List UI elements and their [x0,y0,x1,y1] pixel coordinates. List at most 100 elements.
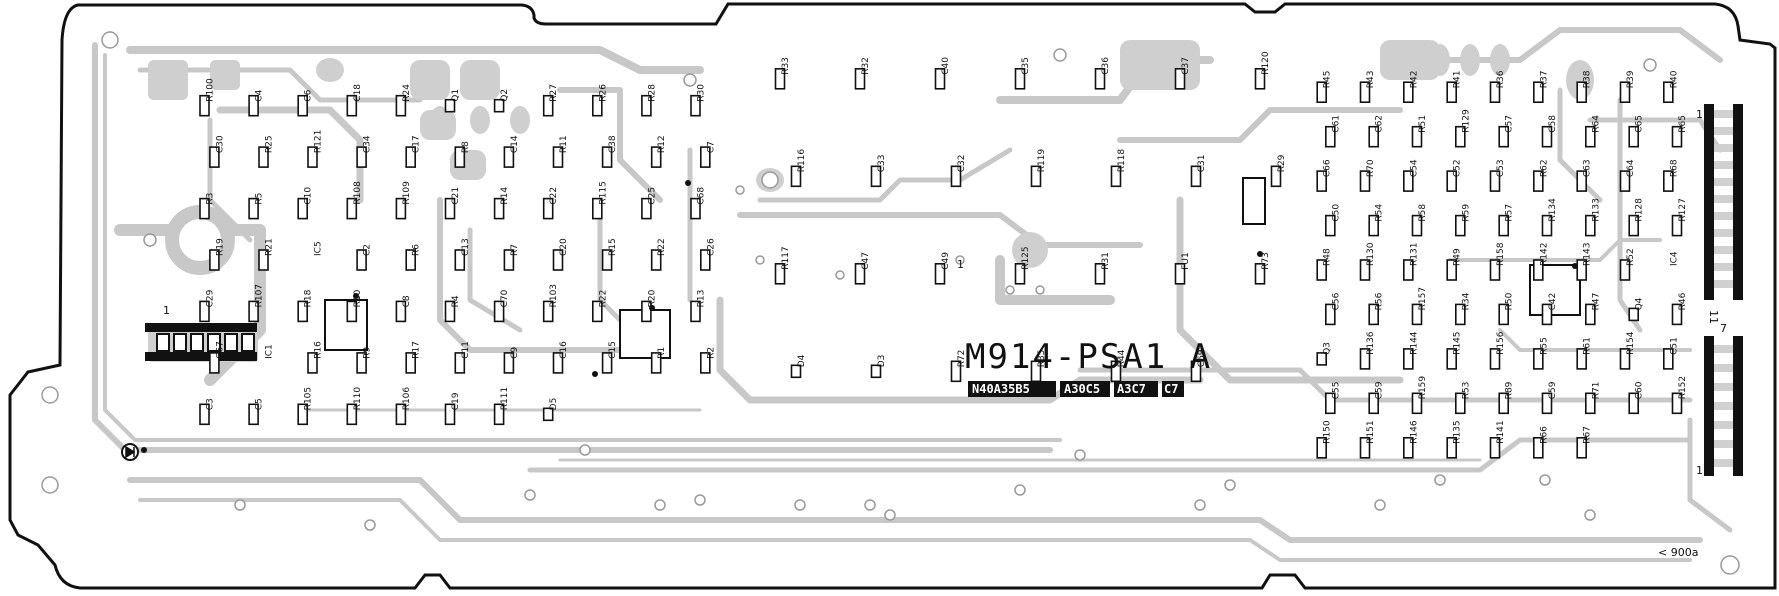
label-c25: C25 [647,187,657,205]
label-r68: R68 [1669,159,1679,177]
footprint-r17 [405,352,417,374]
label-c62: C62 [1375,115,1385,133]
footprint-r22 [650,249,662,271]
label-r67: R67 [1583,426,1593,444]
connector-bottom-pin-7: 7 [1720,322,1727,335]
footprint-c14 [503,146,515,168]
footprint-r151 [1359,436,1371,459]
footprint-c61 [1325,125,1336,148]
board-title: M914-PSA1 A [965,337,1212,377]
label-r47: R47 [1591,293,1601,311]
footprint-r50 [1498,303,1509,326]
label-r8: R8 [461,141,471,153]
label-ic1: IC1 [265,344,275,359]
footprint-r89 [1498,392,1509,415]
footprint-r157 [1411,303,1423,326]
footprint-r119 [1030,165,1042,188]
footprint-c54 [1403,170,1414,192]
label-d5: D5 [549,398,559,411]
label-q4: Q4 [1635,297,1645,310]
footprint-r111 [493,403,505,426]
footprint-c13 [454,249,466,271]
footprint-r19 [209,249,220,271]
footprint-r39 [1619,81,1631,103]
footprint-fu1 [1174,262,1186,285]
label-c59: C59 [1548,381,1558,399]
label-r115: R115 [598,181,608,204]
label-c16: C16 [559,341,569,359]
footprint-r45 [1316,81,1327,103]
footprint-r52 [1619,259,1631,281]
footprint-c25 [641,197,652,220]
footprint-c51 [1663,348,1674,370]
label-r65: R65 [1678,115,1688,133]
footprint-r58 [1411,214,1423,237]
footprint-r71 [1585,392,1596,415]
label-r17: R17 [412,341,422,359]
footprint-r49 [1446,259,1457,281]
label-r143: R143 [1583,243,1593,266]
label-r48: R48 [1323,248,1333,266]
footprint-c31 [1190,165,1202,188]
label-r45: R45 [1323,70,1333,88]
footprint-r20 [641,300,652,323]
footprint-r21 [258,249,269,271]
footprint-r3 [199,197,210,220]
copper-traces [92,27,1733,562]
ic5-outline [324,299,368,351]
footprint-r5 [248,197,259,220]
footprint-c11 [454,352,466,374]
footprint-c3 [199,403,210,426]
label-r56: R56 [1375,292,1385,310]
label-r35: R35 [1037,350,1047,368]
footprint-r107 [248,300,259,323]
label-r24: R24 [402,84,412,102]
label-r134: R134 [1548,198,1558,222]
label-r106: R106 [402,387,412,411]
footprint-r150 [1316,436,1327,459]
footprint-r38 [1576,81,1587,103]
label-c47: C47 [861,252,871,270]
footprint-r154 [1619,348,1631,370]
label-c18: C18 [353,84,363,102]
footprint-c59 [1541,392,1553,415]
footprint-r2 [699,352,711,374]
label-c54: C54 [1409,159,1419,177]
footprint-r32 [854,68,866,90]
label-c42: C42 [1548,293,1558,311]
label-r15: R15 [608,238,618,256]
label-c17: C17 [412,135,422,153]
label-c5: C5 [255,398,265,410]
board-code-1: N40A35B5 [972,382,1030,396]
label-d4: D4 [797,354,807,367]
label-r117: R117 [781,246,791,269]
footprint-r24 [395,94,407,117]
footprint-q2 [493,98,505,113]
footprint-c2 [356,249,367,271]
footprint-c17 [405,146,417,168]
label-r152: R152 [1678,376,1688,399]
footprint-r25 [258,146,269,168]
label-r130: R130 [1366,242,1376,266]
label-c3: C3 [206,398,216,410]
label-c63: C63 [1583,159,1593,177]
label-r144: R144 [1409,331,1419,355]
footprint-d5 [542,407,554,422]
footprint-r28 [641,94,652,117]
label-r50: R50 [1505,292,1515,310]
label-c65: C65 [1635,115,1645,133]
footprint-r12 [650,146,662,168]
footprint-c57 [1498,125,1509,148]
label-r27: R27 [549,84,559,102]
label-r73: R73 [1261,252,1271,270]
label-c61: C61 [1331,115,1341,133]
label-d3: D3 [877,355,887,368]
footprint-r40 [1663,81,1674,103]
footprint-r41 [1446,81,1457,103]
footprint-r110 [346,403,358,426]
footprint-r127 [1671,214,1683,237]
label-r151: R151 [1366,420,1376,443]
label-r118: R118 [1117,149,1127,173]
label-r12: R12 [657,135,667,153]
